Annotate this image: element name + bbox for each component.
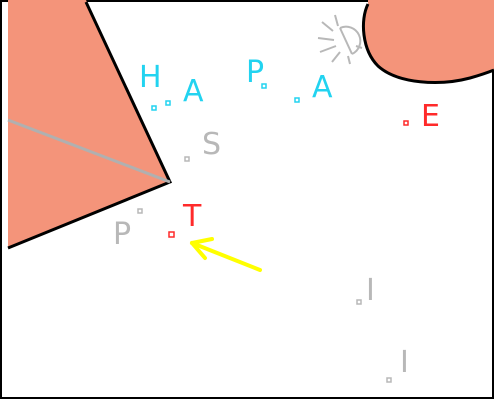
label-i1: I [366, 273, 375, 308]
sun-icon [317, 14, 363, 65]
label-h: H [139, 60, 162, 95]
point-marker-p2 [137, 208, 143, 214]
point-marker-s [184, 156, 190, 162]
road-line [7, 118, 171, 184]
point-marker-a2 [294, 97, 300, 103]
top-right-region [363, 0, 494, 83]
point-marker-p1 [261, 83, 267, 89]
label-p1: P [246, 55, 264, 90]
arrow-icon [190, 237, 262, 272]
point-marker-h1 [151, 105, 157, 111]
left-region [8, 0, 170, 248]
point-marker-i2 [386, 377, 392, 383]
point-marker-t [168, 231, 175, 238]
label-p2: P [113, 217, 131, 252]
point-marker-i1 [356, 299, 362, 305]
top-right-region-border [361, 3, 494, 84]
label-e: E [421, 99, 440, 134]
point-marker-h2 [165, 100, 171, 106]
label-s: S [202, 127, 221, 162]
label-a1: A [183, 74, 204, 109]
point-marker-e [403, 120, 409, 126]
label-a2: A [312, 70, 333, 105]
label-t: T [182, 199, 202, 234]
label-i2: I [400, 345, 409, 380]
